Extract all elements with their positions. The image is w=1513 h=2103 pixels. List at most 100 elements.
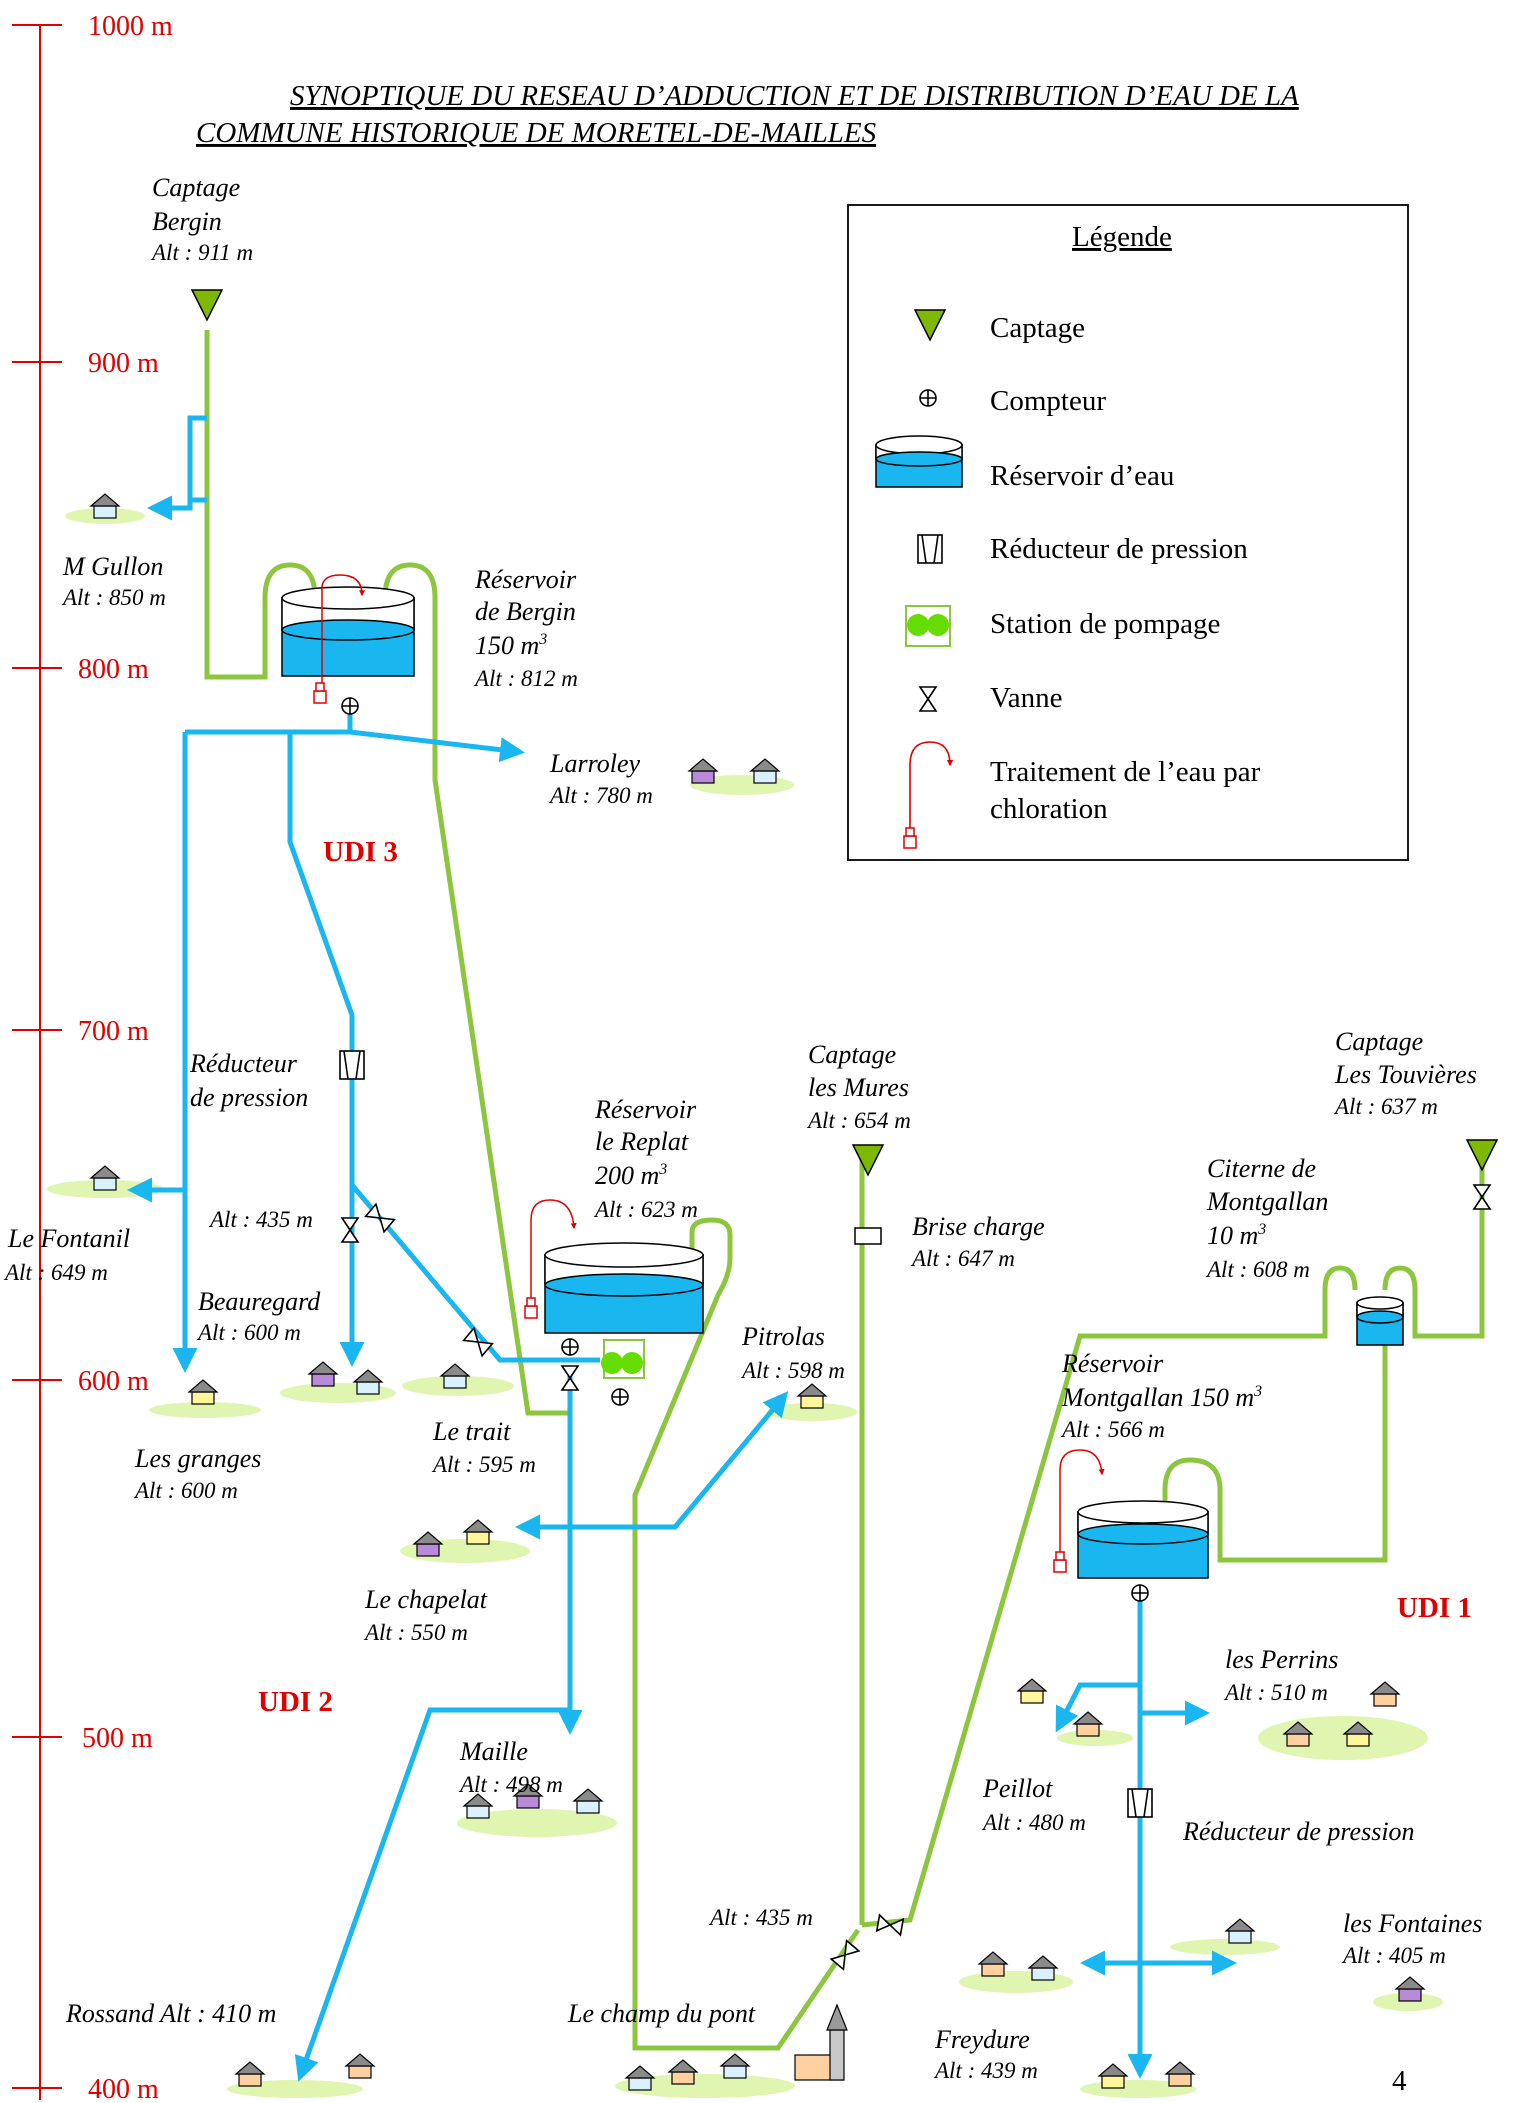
reservoir-icon [875, 435, 963, 488]
maille-alt: Alt : 498 m [458, 1772, 563, 1797]
legend-title: Légende [1072, 221, 1172, 253]
altitude-scale: 1000 m 900 m 800 m 700 m 600 m 500 m 400… [12, 11, 173, 2103]
reservoir-montgallan-label: Réservoir [1061, 1349, 1164, 1378]
legend-traitement-2: chloration [990, 793, 1108, 825]
reservoir-replat-name: le Replat [595, 1127, 689, 1156]
citerne-montgallan-icon [1356, 1296, 1404, 1346]
captage-mures-name: les Mures [808, 1073, 909, 1102]
m-gullon-alt: Alt : 850 m [61, 585, 166, 610]
le-chapelat-alt: Alt : 550 m [363, 1620, 468, 1645]
captage-bergin-alt: Alt : 911 m [150, 240, 253, 265]
captage-bergin-name: Bergin [152, 207, 222, 236]
reservoir-bergin-name: de Bergin [475, 597, 576, 626]
scale-800: 800 m [78, 654, 149, 685]
brise-charge-icon [854, 1227, 882, 1245]
reservoir-montgallan-alt: Alt : 566 m [1060, 1417, 1165, 1442]
les-fontaines-label: les Fontaines [1343, 1909, 1482, 1938]
reservoir-bergin-icon [281, 574, 415, 715]
m-gullon-label: M Gullon [62, 552, 163, 581]
brise-charge-alt: Alt : 647 m [910, 1246, 1015, 1271]
reservoir-montgallan-icon [1053, 1449, 1209, 1602]
scale-500: 500 m [82, 1723, 153, 1754]
network-symbols [191, 289, 1498, 1971]
reducteur-icon [917, 534, 943, 564]
legend-pompage: Station de pompage [990, 608, 1220, 640]
alt-435-left: Alt : 435 m [208, 1207, 313, 1232]
legend-compteur: Compteur [990, 385, 1106, 417]
site-labels: Captage Bergin Alt : 911 m M Gullon Alt … [3, 173, 1482, 2083]
citerne-label: Citerne de [1207, 1154, 1316, 1183]
scale-700: 700 m [78, 1016, 149, 1047]
les-perrins-label: les Perrins [1225, 1645, 1338, 1674]
scale-1000: 1000 m [88, 11, 173, 42]
title-line2: COMMUNE HISTORIQUE DE MORETEL-DE-MAILLES [196, 117, 877, 149]
captage-bergin-label: Captage [152, 173, 240, 202]
pompage-icon [905, 605, 951, 647]
captage-mures-alt: Alt : 654 m [806, 1108, 911, 1133]
reducteur-udi1-label: Réducteur de pression [1182, 1817, 1415, 1846]
alt-435-mid: Alt : 435 m [708, 1905, 813, 1930]
captage-mures-label: Captage [808, 1040, 896, 1069]
reducteur-udi3-icon [339, 1050, 365, 1080]
udi2-label: UDI 2 [258, 1686, 333, 1718]
chloration-icon [903, 741, 954, 849]
le-trait-label: Le trait [432, 1417, 511, 1446]
reducteur-udi1-icon [1127, 1788, 1153, 1818]
captage-bergin-icon [191, 289, 223, 321]
captage-touvieres-icon [1466, 1139, 1498, 1171]
legend-captage: Captage [990, 312, 1085, 344]
reservoir-replat-icon [524, 1199, 704, 1406]
captage-touvieres-alt: Alt : 637 m [1333, 1094, 1438, 1119]
legend-vanne: Vanne [990, 682, 1062, 714]
peillot-alt: Alt : 480 m [981, 1810, 1086, 1835]
scale-900: 900 m [88, 348, 159, 379]
village-grounds [47, 508, 1443, 2098]
larroley-alt: Alt : 780 m [548, 783, 653, 808]
les-fontaines-alt: Alt : 405 m [1341, 1943, 1446, 1968]
scale-600: 600 m [78, 1366, 149, 1397]
legend-reservoir: Réservoir d’eau [990, 460, 1174, 492]
adduction-pipes [204, 330, 1485, 2051]
legend: Légende Captage Compteur Réservoir d’eau… [847, 204, 1409, 861]
reservoir-bergin-volume: 150 m3 [475, 631, 547, 660]
compteur-icon [919, 389, 937, 407]
les-granges-label: Les granges [134, 1444, 261, 1473]
reservoir-replat-volume: 200 m3 [595, 1161, 667, 1190]
champ-du-pont-label: Le champ du pont [567, 1999, 756, 2028]
vanne-replat-icon [561, 1365, 579, 1391]
church-icon [794, 2003, 848, 2081]
le-chapelat-label: Le chapelat [364, 1585, 488, 1614]
larroley-label: Larroley [549, 749, 640, 778]
houses [90, 493, 1425, 2091]
page-number: 4 [1392, 2065, 1407, 2097]
brise-charge-label: Brise charge [912, 1212, 1045, 1241]
vanne-montgallan-icon [875, 1914, 905, 1936]
captage-touvieres-label: Captage [1335, 1027, 1423, 1056]
citerne-alt: Alt : 608 m [1205, 1257, 1310, 1282]
le-trait-alt: Alt : 595 m [431, 1452, 536, 1477]
citerne-volume: 10 m3 [1207, 1221, 1266, 1250]
le-fontanil-label: Le Fontanil [7, 1224, 130, 1253]
vanne-udi3-icon [341, 1217, 359, 1243]
reservoir-montgallan-name: Montgallan 150 m3 [1061, 1383, 1262, 1412]
captage-touvieres-name: Les Touvières [1334, 1060, 1477, 1089]
freydure-alt: Alt : 439 m [933, 2058, 1038, 2083]
les-granges-alt: Alt : 600 m [133, 1478, 238, 1503]
legend-traitement-1: Traitement de l’eau par [990, 756, 1261, 788]
pitrolas-label: Pitrolas [741, 1322, 825, 1351]
maille-label: Maille [459, 1737, 528, 1766]
vanne-touvieres-icon [1473, 1184, 1491, 1210]
reservoir-replat-alt: Alt : 623 m [593, 1197, 698, 1222]
reservoir-replat-label: Réservoir [594, 1095, 697, 1124]
reducteur-udi3-label: Réducteur [189, 1049, 298, 1078]
reservoir-bergin-label: Réservoir [474, 565, 577, 594]
captage-mures-icon [852, 1144, 884, 1176]
title-line1: SYNOPTIQUE DU RESEAU D’ADDUCTION ET DE D… [290, 80, 1299, 112]
distribution-pipes [127, 415, 1237, 2082]
le-fontanil-alt: Alt : 649 m [3, 1260, 108, 1285]
les-perrins-alt: Alt : 510 m [1223, 1680, 1328, 1705]
beauregard-alt: Alt : 600 m [196, 1320, 301, 1345]
rossand-label: Rossand Alt : 410 m [65, 1999, 276, 2028]
peillot-label: Peillot [982, 1774, 1053, 1803]
